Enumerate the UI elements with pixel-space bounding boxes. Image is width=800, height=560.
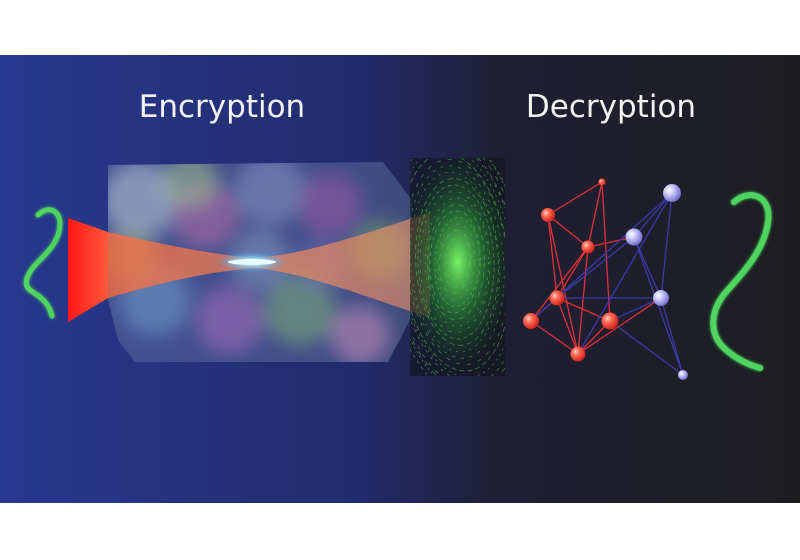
network-edge-r3-r4 xyxy=(530,246,589,322)
network-edge-r3-r5 xyxy=(556,246,589,299)
speckle-ring xyxy=(424,197,489,327)
speckle-pattern-icon xyxy=(410,158,505,376)
network-node-b1 xyxy=(663,184,681,202)
network-edge-r2-r5 xyxy=(547,214,558,299)
network-node-r1 xyxy=(598,178,606,186)
network-edge-r6-b3 xyxy=(609,297,662,322)
network-edge-b3-b4 xyxy=(660,297,684,376)
network-edge-b2-b3 xyxy=(633,236,662,299)
network-node-b2 xyxy=(625,228,643,246)
network-edge-r2-r7 xyxy=(547,214,579,355)
speckle-ring xyxy=(415,178,499,346)
network-edge-b2-b4 xyxy=(633,236,684,376)
network-edge-r6-b4 xyxy=(609,320,684,376)
focus-spot xyxy=(216,253,288,271)
network-edge-r5-r7 xyxy=(556,297,579,355)
speckle-ring xyxy=(410,165,505,359)
network-edge-r7-r4 xyxy=(530,320,579,355)
encryption-title: Encryption xyxy=(139,89,305,125)
speckle-ring xyxy=(438,230,472,294)
network-edge-r7-b1 xyxy=(577,192,673,355)
output-squiggle-2-icon xyxy=(710,192,772,371)
network-edge-r5-b2 xyxy=(556,236,635,299)
speckle-ring xyxy=(417,184,495,340)
network-edge-b1-b2 xyxy=(633,192,673,238)
network-edge-r1-r3 xyxy=(587,181,603,248)
network-node-r3 xyxy=(581,240,595,254)
network-edge-r5-r6 xyxy=(556,297,611,322)
speckle-ring xyxy=(434,217,480,307)
speckle-ring xyxy=(427,204,485,320)
laser-cone-icon xyxy=(68,218,108,322)
decryption-title: Decryption xyxy=(526,89,696,125)
speckle-ring xyxy=(436,223,476,301)
speckle-ring xyxy=(448,249,462,275)
network-node-b4 xyxy=(678,370,688,380)
speckle-ring xyxy=(410,171,501,353)
speckle-ring xyxy=(443,236,471,288)
speckle-ring xyxy=(446,243,466,281)
network-node-r6 xyxy=(601,312,619,330)
speckle-ring xyxy=(410,158,505,372)
network-node-r7 xyxy=(570,346,586,362)
speckle-ring xyxy=(429,210,481,314)
network-edge-r2-r3 xyxy=(547,214,589,248)
network-node-r4 xyxy=(523,313,539,329)
network-edge-b1-b3 xyxy=(660,192,673,299)
input-squiggle-2-icon xyxy=(23,207,63,319)
network-edge-r7-r3 xyxy=(577,246,589,355)
network-edge-r1-r2 xyxy=(547,181,603,216)
network-node-r2 xyxy=(541,208,555,222)
network-nodes xyxy=(523,178,688,380)
speckle-ring xyxy=(410,158,505,365)
speckle-ring xyxy=(419,191,491,333)
network-node-r5 xyxy=(549,290,565,306)
network-edge-r7-b3 xyxy=(577,297,662,355)
network-node-b3 xyxy=(653,290,669,306)
